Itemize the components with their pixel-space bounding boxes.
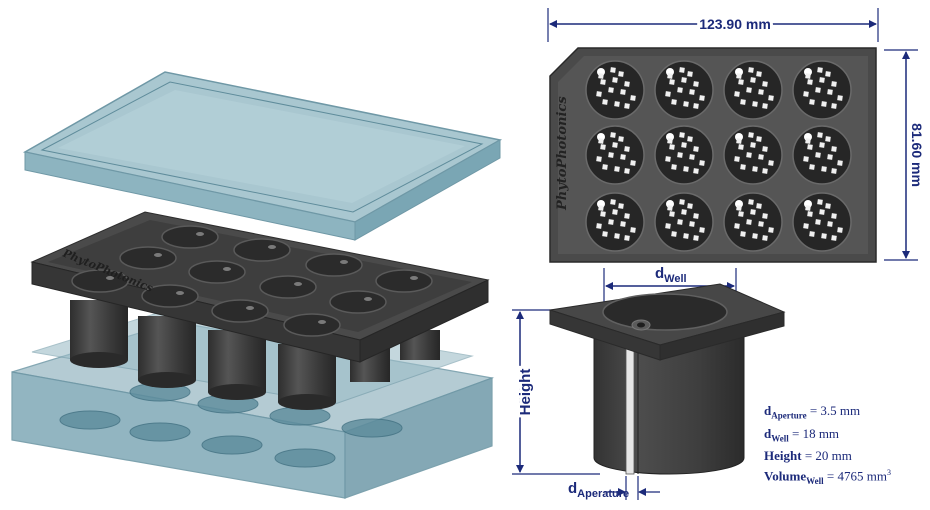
top-view-well [585,125,645,185]
top-view-well [723,192,783,252]
spec-height: Height = 20 mm [764,447,891,464]
dwell-label-main: d [655,265,665,282]
spec-height-key: Height [764,448,802,464]
spec-well-key: d [764,425,772,441]
spec-aperture-sub: Aperture [771,410,807,421]
width-label: 123.90 mm [699,16,771,32]
spec-volume-value: = 4765 mm [823,468,887,484]
spec-well: dWell = 18 mm [764,425,891,448]
top-view-brand-text: PhytoPhotonics [555,96,570,211]
well-plate: PhytoPhotonics [30,211,490,410]
spec-volume-key: Volume [764,468,807,484]
plate-top-view: 123.90 mm 81.60 mm PhytoPhotonics [547,8,928,263]
top-view-wells [585,60,852,252]
spec-volume-sub: Well [806,476,824,487]
dwell-label-sub: Well [664,273,687,285]
daperature-label: dAperature [568,480,629,500]
top-view-well [654,192,714,252]
spec-height-value: = 20 mm [801,448,852,464]
spec-volume-unit-exp: 3 [886,468,891,478]
daperature-label-main: d [568,480,578,497]
spec-aperture-value: = 3.5 mm [806,403,861,418]
exploded-assembly: PhytoPhotonics [11,71,503,499]
top-view-well [585,192,645,252]
dwell-label: dWell [655,265,687,285]
spec-well-value: = 18 mm [788,425,840,441]
top-view-well [654,125,714,185]
single-well-view: Height [512,268,786,500]
top-view-well [792,125,852,185]
lid [22,71,503,241]
top-view-well [654,60,714,120]
top-view-well [723,125,783,185]
top-view-well [723,60,783,120]
spec-well-sub: Well [771,433,789,444]
well-height-label: Height [517,369,534,416]
top-view-well [792,192,852,252]
height-label: 81.60 mm [909,123,925,187]
spec-list: dAperture = 3.5 mm dWell = 18 mm Height … [764,402,891,490]
top-view-well [585,60,645,120]
top-view-well [792,60,852,120]
spec-aperture-key: d [764,403,772,418]
spec-volume: VolumeWell = 4765 mm3 [764,464,891,490]
daperature-label-sub: Aperature [577,488,630,500]
spec-aperture: dAperture = 3.5 mm [764,402,891,425]
